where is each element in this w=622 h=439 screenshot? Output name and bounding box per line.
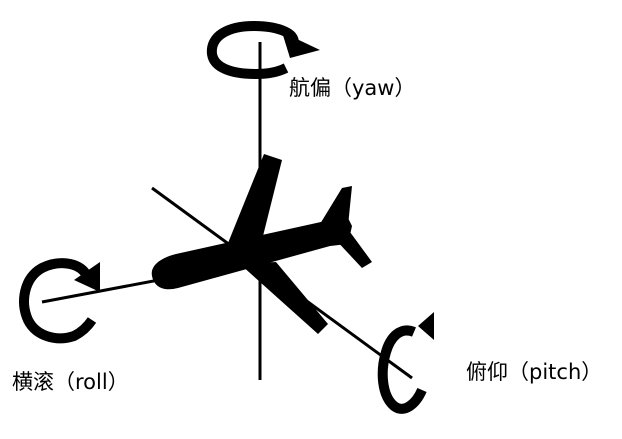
airplane-tail-fin <box>320 186 352 226</box>
airplane-icon <box>151 154 372 334</box>
pitch-label: 俯仰（pitch） <box>466 360 603 384</box>
yaw-rotation-arrow <box>206 20 320 80</box>
roll-rotation-arrow <box>19 258 100 344</box>
airplane-upper-wing <box>226 154 282 248</box>
pitch-rotation-arrow <box>377 312 434 414</box>
pitch-arrowhead-icon <box>418 312 434 340</box>
roll-arrowhead-icon <box>74 262 100 292</box>
roll-label: 横滚（roll） <box>12 370 129 394</box>
airplane-lower-wing <box>240 262 328 334</box>
airplane-stabilizer <box>334 232 372 268</box>
yaw-label: 航偏（yaw） <box>289 76 416 100</box>
yaw-arrowhead-icon <box>282 32 320 58</box>
airplane-fuselage <box>151 214 352 290</box>
